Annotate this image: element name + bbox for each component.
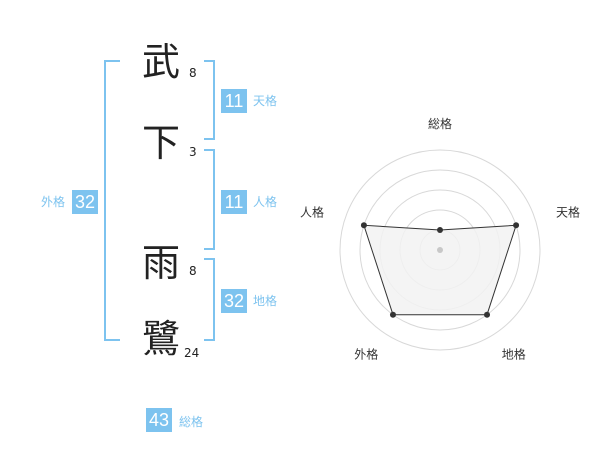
chikaku-bracket-bottom [204,339,214,341]
tenkaku-value-badge: 11 [221,89,247,113]
name-char-1: 武 [142,40,181,84]
gaikaku-label: 外格 [41,195,66,209]
jinkaku-value-badge: 11 [221,190,247,214]
radar-axis-label: 総格 [428,116,452,131]
jinkaku-bracket-vertical [213,149,215,250]
jinkaku-label: 人格 [253,195,278,209]
soukaku-value-badge: 43 [146,408,172,432]
chikaku-bracket-top [204,258,214,260]
gaikaku-bracket-bottom [104,339,120,341]
radar-point [389,311,396,318]
tenkaku-bracket-top [204,60,214,62]
gaikaku-value-badge: 32 [72,190,98,214]
stroke-count-4: 24 [184,346,200,360]
radar-shape [363,224,517,316]
chikaku-bracket-vertical [213,258,215,341]
jinkaku-bracket-top [204,149,214,151]
stroke-count-2: 3 [189,145,197,159]
radar-points [360,222,520,318]
radar-axis-label: 人格 [300,204,324,219]
name-char-4: 鷺 [142,317,181,361]
stroke-count-3: 8 [189,264,197,278]
tenkaku-bracket-vertical [213,60,215,140]
radar-axis-label: 天格 [556,204,580,219]
chikaku-value-badge: 32 [221,289,247,313]
radar-axis-label: 外格 [354,347,378,362]
radar-center-dot [437,247,443,253]
gaikaku-bracket-top [104,60,120,62]
radar-point [360,222,367,229]
radar-grid-ring [339,149,541,351]
name-char-2: 下 [142,121,181,165]
tenkaku-label: 天格 [253,94,278,108]
radar-axis-label: 地格 [502,347,526,362]
soukaku-label: 総格 [179,415,204,429]
name-char-3: 雨 [142,241,181,285]
stroke-count-1: 8 [189,66,197,80]
radar-grid-ring [359,169,521,331]
radar-point [484,311,491,318]
tenkaku-bracket-bottom [204,138,214,140]
radar-point [437,227,443,233]
jinkaku-bracket-bottom [204,248,214,250]
chikaku-label: 地格 [253,294,278,308]
radar-point [513,222,520,229]
gaikaku-bracket-vertical [104,60,106,341]
